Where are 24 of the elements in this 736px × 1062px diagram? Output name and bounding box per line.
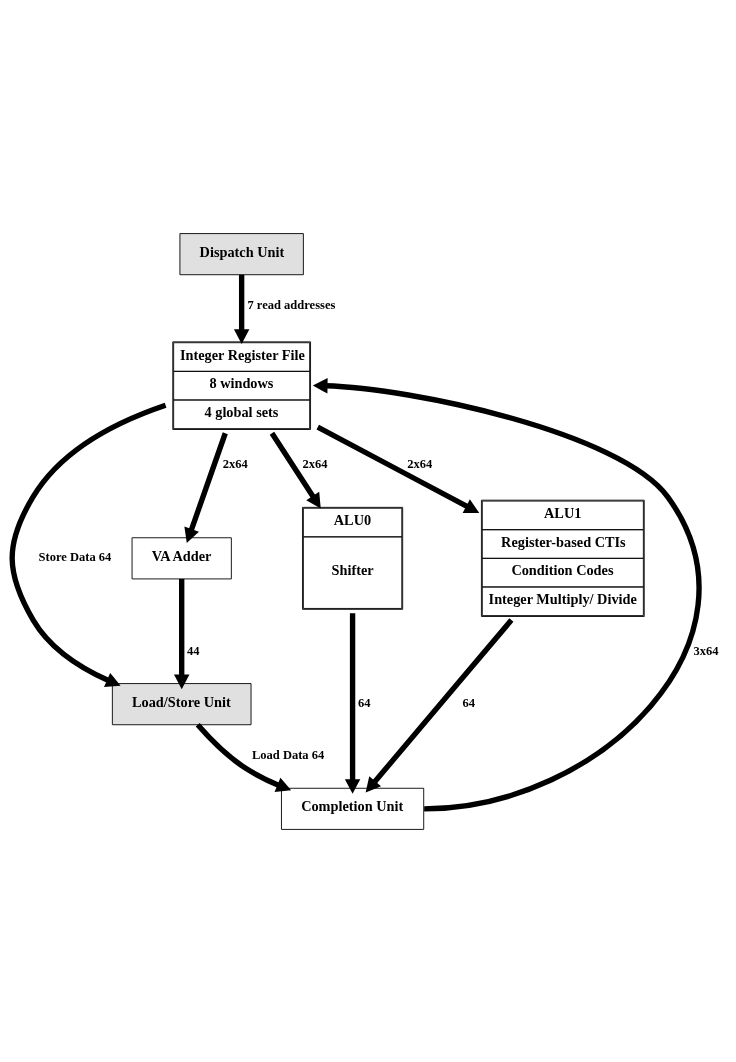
arrow — [184, 431, 228, 543]
arrow — [312, 377, 701, 811]
arrow — [233, 274, 250, 344]
node-box: Load/Store Unit — [111, 682, 252, 725]
edge-label: 64 — [462, 695, 476, 710]
arrow — [9, 402, 167, 687]
edge-label: Load Data 64 — [251, 747, 325, 762]
arrow — [365, 617, 514, 793]
arrow — [269, 431, 321, 508]
edge-label: 2x64 — [407, 456, 433, 471]
node-box: Completion Unit — [281, 787, 425, 830]
edge-label: 44 — [187, 643, 200, 658]
arrow — [316, 424, 480, 513]
edge-label: Store Data 64 — [38, 549, 112, 564]
edge-label: 64 — [357, 695, 371, 710]
node-box: Dispatch Unit — [179, 232, 304, 275]
node-box: VA Adder — [131, 536, 232, 579]
arrow — [173, 578, 190, 689]
edge-label: 2x64 — [222, 456, 248, 471]
edge-label: 2x64 — [302, 456, 328, 471]
arrow — [344, 612, 361, 794]
edge-label: 3x64 — [693, 643, 719, 658]
edge-label: 7 read addresses — [247, 297, 336, 312]
arrow — [195, 722, 292, 792]
